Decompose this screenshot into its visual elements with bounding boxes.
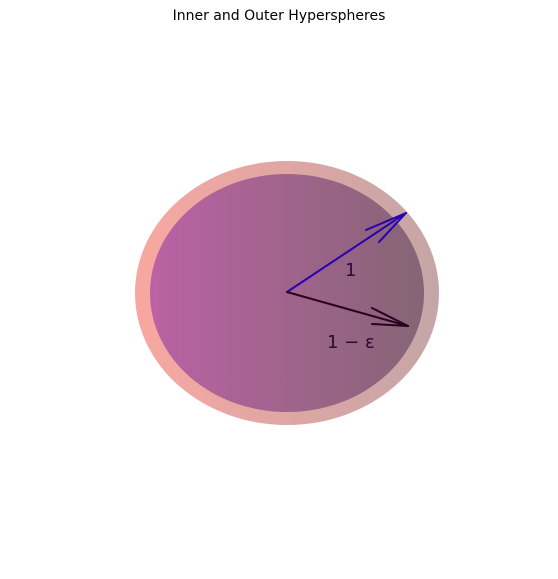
figure-title: Inner and Outer Hyperspheres <box>172 8 386 24</box>
inner-radius-arrow <box>286 291 409 327</box>
outer-radius-arrow <box>286 212 407 293</box>
inner-radius-label: 1 − ε <box>327 332 375 353</box>
outer-radius-label: 1 <box>345 260 356 281</box>
